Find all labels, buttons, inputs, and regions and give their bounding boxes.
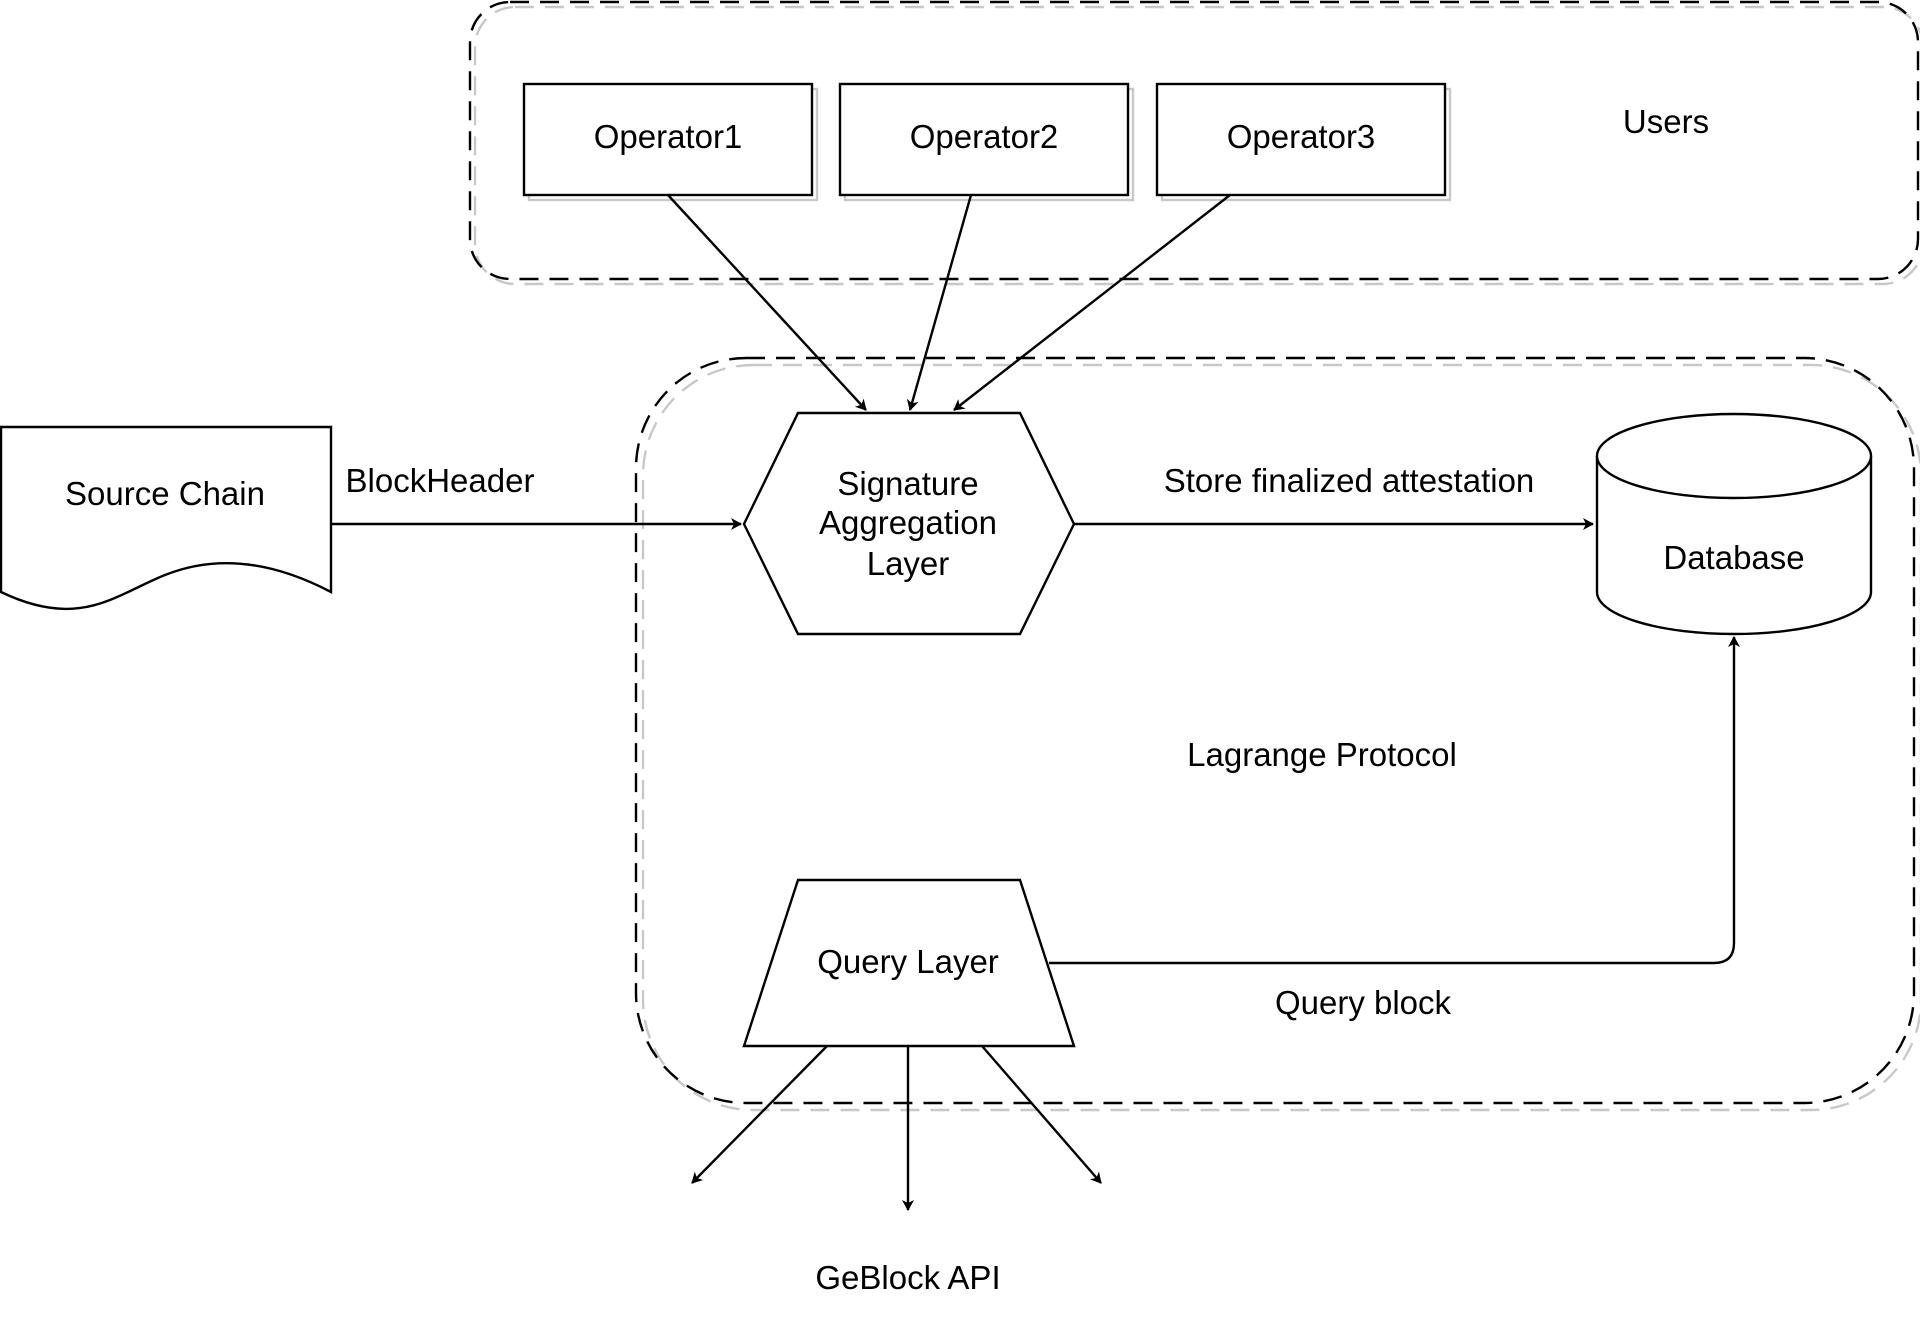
- operator1-label: Operator1: [594, 118, 743, 155]
- source-chain-node[interactable]: Source Chain: [0, 425, 333, 610]
- operator2-node[interactable]: Operator2: [838, 82, 1135, 202]
- signature-aggregation-line-3: Layer: [867, 545, 950, 582]
- store-attestation-label: Store finalized attestation: [1164, 462, 1535, 499]
- signature-aggregation-line-1: Signature: [837, 465, 978, 502]
- source-chain-label: Source Chain: [65, 475, 265, 512]
- query-layer-label: Query Layer: [817, 943, 999, 980]
- query-layer-node[interactable]: Query Layer: [742, 878, 1076, 1048]
- api-label: GeBlock API: [815, 1259, 1000, 1296]
- lagrange-protocol-label: Lagrange Protocol: [1187, 736, 1457, 773]
- query-block-label: Query block: [1275, 984, 1452, 1021]
- operator1-node[interactable]: Operator1: [522, 82, 819, 202]
- block-header-label: BlockHeader: [346, 462, 535, 499]
- operator3-edge: [953, 194, 1231, 411]
- signature-aggregation-node[interactable]: Signature Aggregation Layer: [742, 411, 1076, 636]
- operator3-label: Operator3: [1227, 118, 1376, 155]
- operator1-edge: [667, 194, 867, 411]
- api-edge-right: [981, 1045, 1102, 1184]
- query-block-edge: [1049, 636, 1740, 965]
- users-group: Users: [468, 0, 1920, 286]
- signature-aggregation-line-2: Aggregation: [819, 504, 997, 541]
- lagrange-protocol-group: Lagrange Protocol: [634, 356, 1920, 1112]
- api-edge-left: [691, 1045, 828, 1184]
- users-group-label: Users: [1623, 103, 1709, 140]
- operator2-edge: [906, 194, 973, 411]
- database-label: Database: [1663, 539, 1804, 576]
- operator2-label: Operator2: [910, 118, 1059, 155]
- operator3-node[interactable]: Operator3: [1155, 82, 1452, 202]
- database-node[interactable]: Database: [1595, 412, 1873, 636]
